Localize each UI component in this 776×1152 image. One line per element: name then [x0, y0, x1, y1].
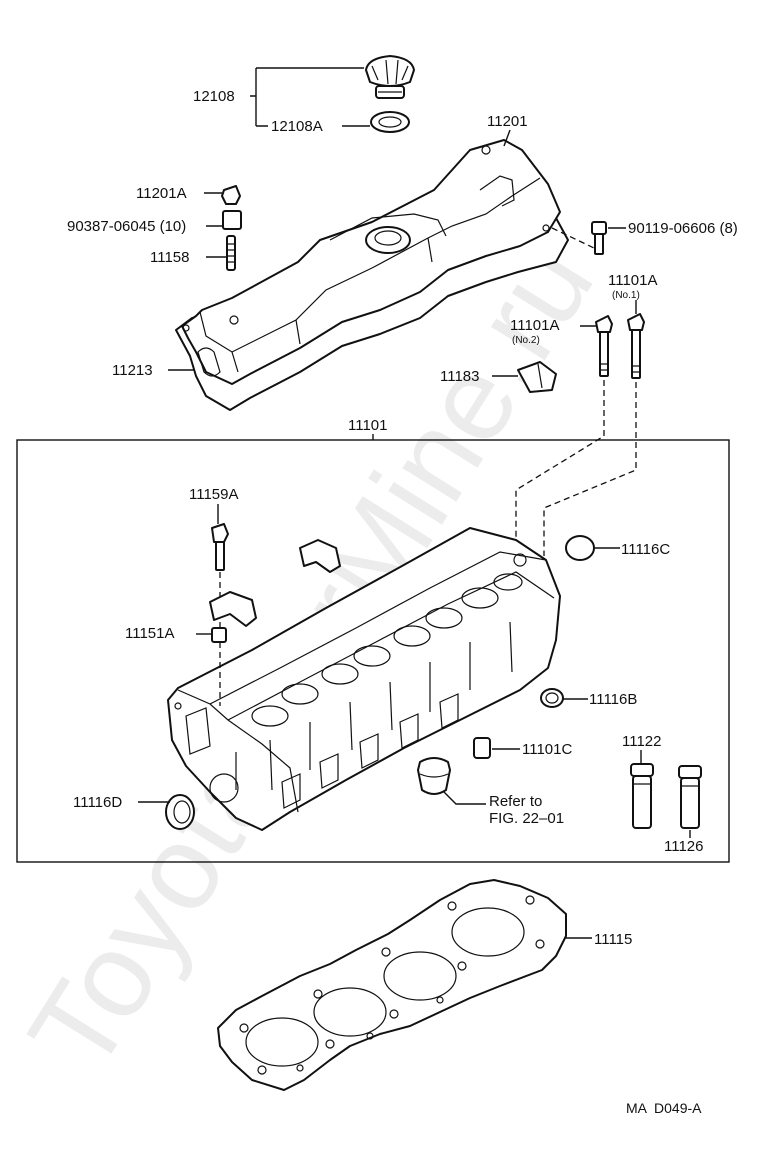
nozzle-seat-icon	[417, 757, 451, 795]
bolt-icon-11101A-no2	[595, 315, 613, 377]
label-12108A: 12108A	[271, 118, 323, 135]
gasket-ring-icon	[370, 111, 410, 133]
reference-line1: Refer to	[489, 793, 542, 810]
oil-filler-cap-icon	[365, 55, 415, 99]
label-11151A: 11151A	[125, 625, 175, 642]
diagram-code: MA D049-A	[626, 1100, 702, 1116]
label-11158: 11158	[150, 249, 190, 266]
label-11116D: 11116D	[73, 794, 122, 811]
label-11201: 11201	[487, 113, 528, 130]
label-11122: 11122	[622, 733, 662, 750]
label-11101C: 11101C	[522, 741, 572, 758]
label-11213: 11213	[112, 362, 153, 379]
dowel-icon-11101C	[473, 737, 491, 759]
label-11201A: 11201A	[136, 185, 187, 202]
bolt-icon	[221, 185, 242, 271]
bolt-icon-11101A-no1	[627, 313, 645, 379]
plug-icon-11116B	[540, 688, 564, 708]
label-11116B: 11116B	[589, 691, 637, 708]
label-11126: 11126	[664, 838, 704, 855]
cylinder-head-icon	[167, 527, 561, 831]
plug-icon-11183	[517, 361, 557, 393]
label-11101: 11101	[348, 417, 388, 434]
valve-guide-icon-11122	[630, 763, 654, 829]
label-12108: 12108	[193, 88, 235, 105]
valve-cover-icon	[175, 139, 569, 411]
label-90119: 90119-06606 (8)	[628, 220, 738, 237]
reference-line2: FIG. 22–01	[489, 810, 564, 827]
plug-icon-11116C	[565, 535, 595, 561]
seal-icon-11116D	[165, 794, 195, 830]
label-no2: (No.2)	[512, 335, 540, 346]
label-11183: 11183	[440, 368, 480, 385]
cylinder-head-group-box	[16, 439, 730, 863]
label-11101A-no2: 11101A	[510, 317, 560, 334]
camshaft-bearing-cap-icon	[209, 539, 341, 627]
label-11116C: 11116C	[621, 541, 670, 558]
bolt-icon-90119	[591, 221, 607, 255]
label-11101A-no1: 11101A	[608, 272, 658, 289]
head-gasket-icon	[217, 879, 567, 1091]
dowel-icon-11151A	[211, 627, 227, 643]
label-90387: 90387-06045 (10)	[67, 218, 186, 235]
label-11115: 11115	[594, 931, 632, 948]
bolt-icon-11159A	[211, 523, 229, 571]
label-no1: (No.1)	[612, 290, 640, 301]
valve-guide-icon-11126	[678, 765, 702, 829]
label-11159A: 11159A	[189, 486, 239, 503]
